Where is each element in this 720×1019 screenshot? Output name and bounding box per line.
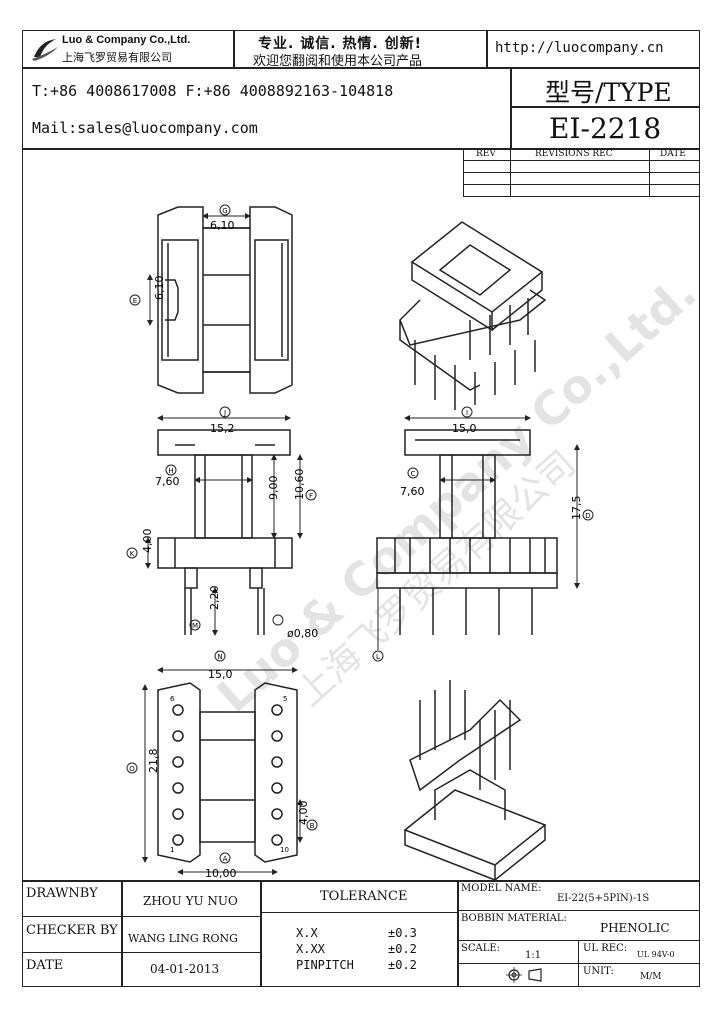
dim-letter-j: J <box>223 409 226 417</box>
model-name-label: MODEL NAME: <box>461 883 542 894</box>
dim-front-base: 4,00 <box>141 529 154 554</box>
dim-letter-l: L <box>376 653 380 661</box>
dim-front-pin-len: 2,20 <box>208 586 221 611</box>
dim-bottom-height: 21,8 <box>147 749 160 774</box>
dim-front-h-outer: 10,60 <box>293 469 306 501</box>
technical-drawing: Luo & Company Co.,Ltd. 上海飞罗贸易有限公司 6,10 6… <box>126 204 707 880</box>
tol-key-2: PINPITCH <box>296 958 354 972</box>
watermark: Luo & Company Co.,Ltd. 上海飞罗贸易有限公司 <box>207 265 707 723</box>
tol-val-1: ±0.2 <box>388 942 417 956</box>
tol-key-1: X.XX <box>296 942 325 956</box>
iso-view-bottom <box>403 680 547 880</box>
type-label: 型号/TYPE <box>545 78 672 107</box>
dim-front-pin-dia: ø0,80 <box>287 627 318 640</box>
website-link[interactable]: http://luocompany.cn <box>495 40 664 56</box>
dim-front-inner: 7,60 <box>155 475 180 488</box>
pin-label-5: 5 <box>283 695 287 703</box>
side-view <box>376 429 558 635</box>
dim-front-width: 15,2 <box>210 422 235 435</box>
bobbin-material-label: BOBBIN MATERIAL: <box>461 913 567 924</box>
type-value: EI-2218 <box>549 112 662 145</box>
scale-label: SCALE: <box>461 943 501 954</box>
dim-bottom-width: 15,0 <box>208 668 233 681</box>
dim-letter-i: I <box>466 409 468 417</box>
dim-side-width: 15,0 <box>452 422 477 435</box>
bobbin-material-value: PHENOLIC <box>600 921 670 935</box>
dim-letter-m: M <box>192 622 198 630</box>
unit-label: UNIT: <box>583 966 614 977</box>
dim-letter-o: O <box>129 765 135 773</box>
dim-letter-g: G <box>222 207 227 215</box>
drawing-frame <box>22 30 700 987</box>
company-name-cn: 上海飞罗贸易有限公司 <box>62 51 172 64</box>
dim-letter-f: F <box>309 492 313 500</box>
revisions-col-rec: REVISIONS REC <box>535 149 613 159</box>
pin-label-6: 6 <box>170 695 175 703</box>
iso-view-top <box>399 221 547 410</box>
tol-val-2: ±0.2 <box>388 958 417 972</box>
checker-value: WANG LING RONG <box>128 932 238 945</box>
date-value: 04-01-2013 <box>150 962 220 976</box>
ul-rec-value: UL 94V-0 <box>637 950 675 959</box>
front-view <box>157 429 293 635</box>
checker-label: CHECKER BY <box>26 923 118 938</box>
dim-bottom-pitch: 4,00 <box>297 801 310 826</box>
dim-top-height: 6,10 <box>153 276 166 301</box>
dim-letter-c: C <box>411 470 416 478</box>
dim-letter-e: E <box>133 297 137 305</box>
logo-icon <box>32 39 58 61</box>
dim-letter-d: D <box>585 512 590 520</box>
dim-letter-k: K <box>130 550 135 558</box>
dim-side-height: 17,5 <box>570 496 583 521</box>
dim-bottom-base: 10,00 <box>205 867 237 880</box>
revisions-col-rev: REV <box>476 149 496 159</box>
dim-front-h-inner: 9,00 <box>267 476 280 501</box>
revisions-col-date: DATE <box>660 149 686 159</box>
tolerance-label: TOLERANCE <box>320 889 408 904</box>
pin-label-1: 1 <box>170 846 174 854</box>
ul-rec-label: UL REC: <box>583 943 628 954</box>
tol-val-0: ±0.3 <box>388 926 417 940</box>
phone-fax: T:+86 4008617008 F:+86 4008892163-104818 <box>32 82 394 100</box>
drawnby-label: DRAWNBY <box>26 886 98 901</box>
slogan-line-1: 专业. 诚信. 热情. 创新! <box>258 36 422 52</box>
mail-address: Mail:sales@luocompany.com <box>32 119 258 137</box>
bottom-view <box>157 682 298 863</box>
company-name-en: Luo & Company Co.,Ltd. <box>62 34 191 46</box>
tol-key-0: X.X <box>296 926 318 940</box>
dim-top-width: 6,10 <box>210 219 235 232</box>
drawnby-value: ZHOU YU NUO <box>143 894 238 908</box>
model-name-value: EI-22(5+5PIN)-1S <box>557 893 650 904</box>
dim-letter-h: H <box>168 467 173 475</box>
dim-letter-n: N <box>217 653 222 661</box>
slogan-line-2: 欢迎您翻阅和使用本公司产品 <box>253 54 423 69</box>
pin-label-10: 10 <box>280 846 289 854</box>
scale-value: 1:1 <box>525 950 542 961</box>
dim-letter-b: B <box>310 822 315 830</box>
projection-symbol-icon <box>506 967 542 983</box>
unit-value: M/M <box>640 972 662 982</box>
date-label: DATE <box>26 958 64 973</box>
dim-side-inner: 7,60 <box>400 485 425 498</box>
dim-letter-a: A <box>223 855 228 863</box>
